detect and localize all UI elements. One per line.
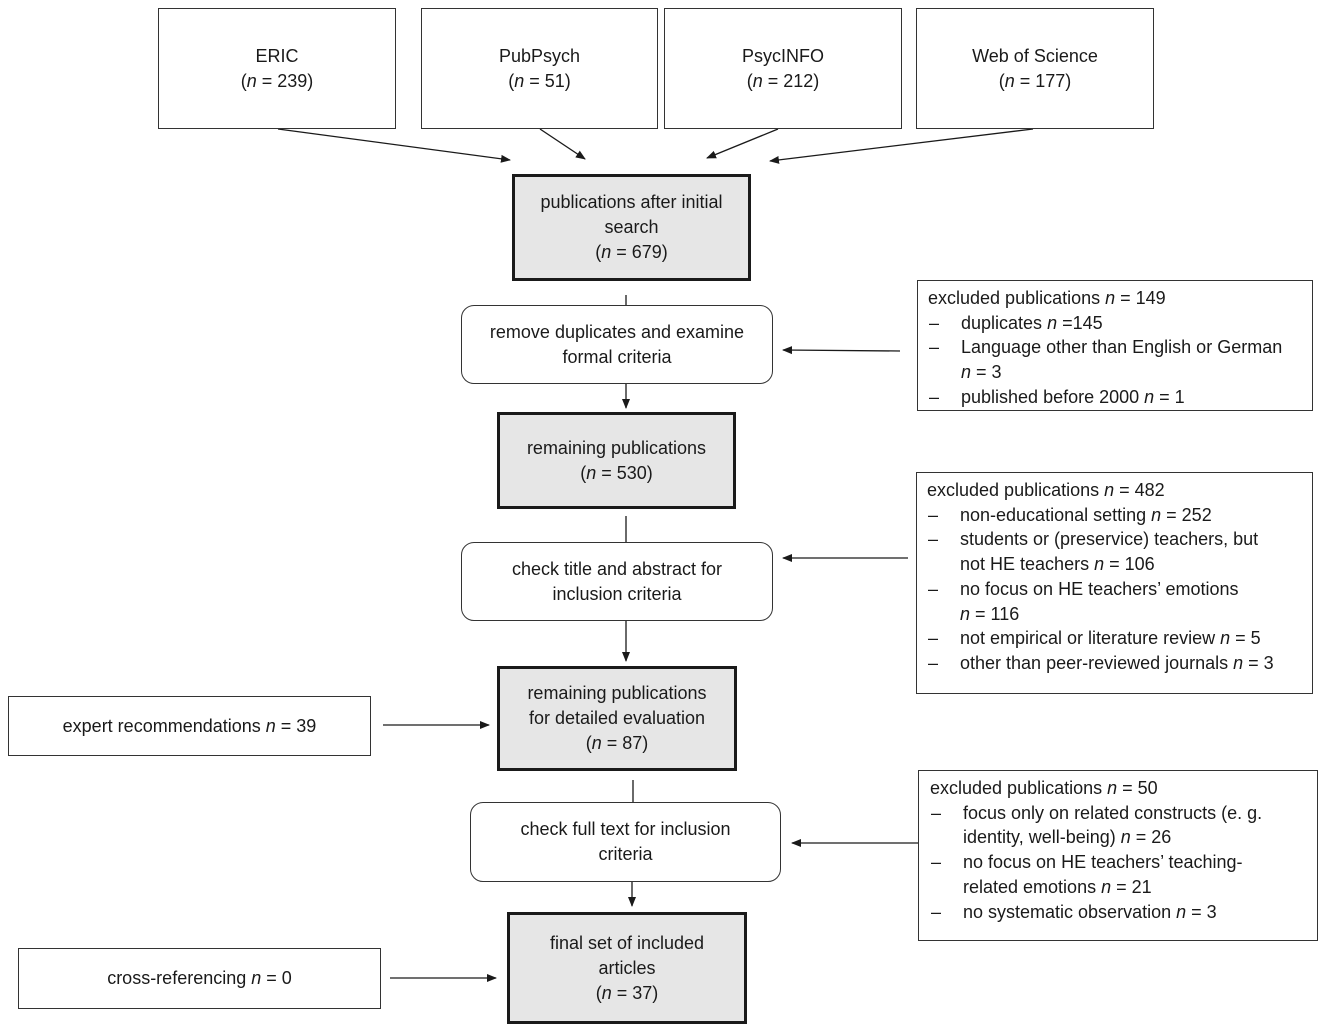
box-text-line: formal criteria: [562, 346, 672, 367]
box-text-line: remove duplicates and examine: [489, 321, 745, 342]
excluded-item: other than peer-reviewed journals n = 3: [927, 651, 1302, 676]
excluded-item: no systematic observation n = 3: [930, 900, 1307, 925]
arrow-eric-to-initial: [277, 128, 511, 163]
excluded-box-formal: excluded publications n = 149 duplicates…: [917, 280, 1313, 411]
box-text-line: remaining publications: [526, 437, 707, 458]
arrow-psycinfo-to-initial: [706, 128, 779, 159]
excluded-heading: excluded publications n = 50: [930, 778, 1158, 798]
box-text-line: cross-referencing n = 0: [107, 968, 292, 988]
source-name: PsycINFO: [741, 45, 824, 66]
source-box-pubpsych: PubPsych (n = 51): [421, 8, 658, 129]
source-name: ERIC: [255, 45, 299, 66]
box-text-line: remaining publications: [527, 683, 707, 703]
initial-search-box: publications after initial search (n = 6…: [512, 174, 751, 281]
source-box-eric: ERIC (n = 239): [158, 8, 396, 129]
source-name: Web of Science: [972, 45, 1098, 66]
box-count: (n = 87): [585, 733, 649, 753]
excluded-item: students or (preservice) teachers, butno…: [927, 527, 1302, 576]
excluded-item: focus only on related constructs (e. g.i…: [930, 801, 1307, 850]
box-text-line: final set of included: [549, 932, 705, 953]
excluded-list: non-educational setting n = 252 students…: [927, 503, 1302, 676]
excluded-list: duplicates n =145 Language other than En…: [928, 311, 1302, 410]
arrow-wos-to-initial: [769, 128, 1034, 164]
source-name: PubPsych: [498, 45, 581, 66]
box-text-line: check full text for inclusion: [520, 819, 731, 839]
excluded-box-full-text: excluded publications n = 50 focus only …: [918, 770, 1318, 941]
source-count: (n = 51): [508, 70, 571, 91]
cross-referencing-box: cross-referencing n = 0: [18, 948, 381, 1009]
final-set-box: final set of included articles (n = 37): [507, 912, 747, 1024]
arrow-pubpsych-to-initial: [539, 128, 586, 160]
box-count: (n = 679): [595, 242, 668, 262]
source-count: (n = 212): [746, 70, 820, 91]
box-count: (n = 37): [595, 982, 659, 1003]
arrow-excluded1-to-step1: [782, 346, 901, 355]
box-text-line: check title and abstract for: [511, 558, 723, 579]
box-text-line: for detailed evaluation: [528, 708, 706, 728]
source-box-psycinfo: PsycINFO (n = 212): [664, 8, 902, 129]
box-text-line: inclusion criteria: [552, 583, 682, 604]
excluded-box-title-abstract: excluded publications n = 482 non-educat…: [916, 472, 1313, 694]
box-text-line: criteria: [598, 844, 653, 864]
excluded-item: duplicates n =145: [928, 311, 1302, 336]
box-text-line: publications after initial: [540, 192, 723, 212]
source-count: (n = 177): [998, 70, 1072, 91]
box-text-line: articles: [598, 957, 656, 978]
excluded-heading: excluded publications n = 149: [928, 288, 1166, 308]
excluded-item: non-educational setting n = 252: [927, 503, 1302, 528]
step-remove-duplicates: remove duplicates and examine formal cri…: [461, 305, 773, 384]
excluded-item: no focus on HE teachers’ teaching-relate…: [930, 850, 1307, 899]
expert-recommendations-box: expert recommendations n = 39: [8, 696, 371, 756]
excluded-list: focus only on related constructs (e. g.i…: [930, 801, 1307, 925]
step-check-title-abstract: check title and abstract for inclusion c…: [461, 542, 773, 621]
step-check-full-text: check full text for inclusion criteria: [470, 802, 781, 882]
box-count: (n = 530): [580, 462, 653, 483]
remaining-publications-box: remaining publications (n = 530): [497, 412, 736, 509]
excluded-item: published before 2000 n = 1: [928, 385, 1302, 410]
remaining-detailed-evaluation-box: remaining publications for detailed eval…: [497, 666, 737, 771]
excluded-item: not empirical or literature review n = 5: [927, 626, 1302, 651]
source-box-web-of-science: Web of Science (n = 177): [916, 8, 1154, 129]
box-text-line: search: [604, 217, 659, 237]
source-count: (n = 239): [240, 70, 314, 91]
box-text-line: expert recommendations n = 39: [62, 715, 317, 736]
excluded-heading: excluded publications n = 482: [927, 480, 1165, 500]
